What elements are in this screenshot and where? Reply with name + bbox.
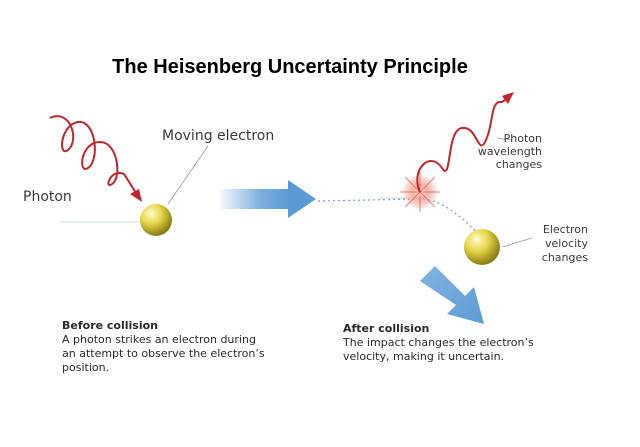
photon-wavelength-line-3: changes: [495, 158, 542, 171]
before-collision-body: A photon strikes an electron during an a…: [62, 333, 265, 374]
diagram-title: The Heisenberg Uncertainty Principle: [112, 56, 468, 78]
photon-wavelength-label: Photon wavelength changes: [470, 132, 542, 171]
electron-velocity-line-1: Electron: [542, 223, 588, 236]
photon-wavelength-line-1: Photon: [503, 132, 542, 145]
photon-label: Photon: [23, 189, 72, 205]
photon-out-arrowhead-icon: [502, 92, 514, 104]
electron-velocity-line-3: changes: [541, 251, 588, 264]
electron-velocity-label: Electron velocity changes: [536, 223, 588, 265]
outgoing-photon-wave: [416, 92, 514, 193]
after-collision-heading: After collision: [343, 322, 430, 335]
after-collision-body: The impact changes the electron’s veloci…: [343, 336, 534, 363]
transition-arrow: [220, 180, 316, 218]
electron-before: [60, 204, 172, 236]
electron-path: [317, 198, 477, 233]
after-collision-caption: After collision The impact changes the e…: [343, 322, 553, 364]
electron-velocity-line-2: velocity: [545, 237, 588, 250]
before-collision-heading: Before collision: [62, 319, 158, 332]
deflection-arrow: [420, 266, 484, 324]
moving-electron-leader: [167, 145, 209, 205]
velocity-leader: [501, 237, 533, 248]
moving-electron-label: Moving electron: [162, 128, 275, 144]
wavelength-leader: [496, 137, 513, 141]
photon-arrowhead-icon: [130, 189, 142, 202]
electron-after: [464, 229, 500, 265]
incoming-photon-wave: [49, 115, 142, 202]
before-collision-caption: Before collision A photon strikes an ele…: [62, 319, 272, 375]
photon-wavelength-line-2: wavelength: [477, 145, 542, 158]
